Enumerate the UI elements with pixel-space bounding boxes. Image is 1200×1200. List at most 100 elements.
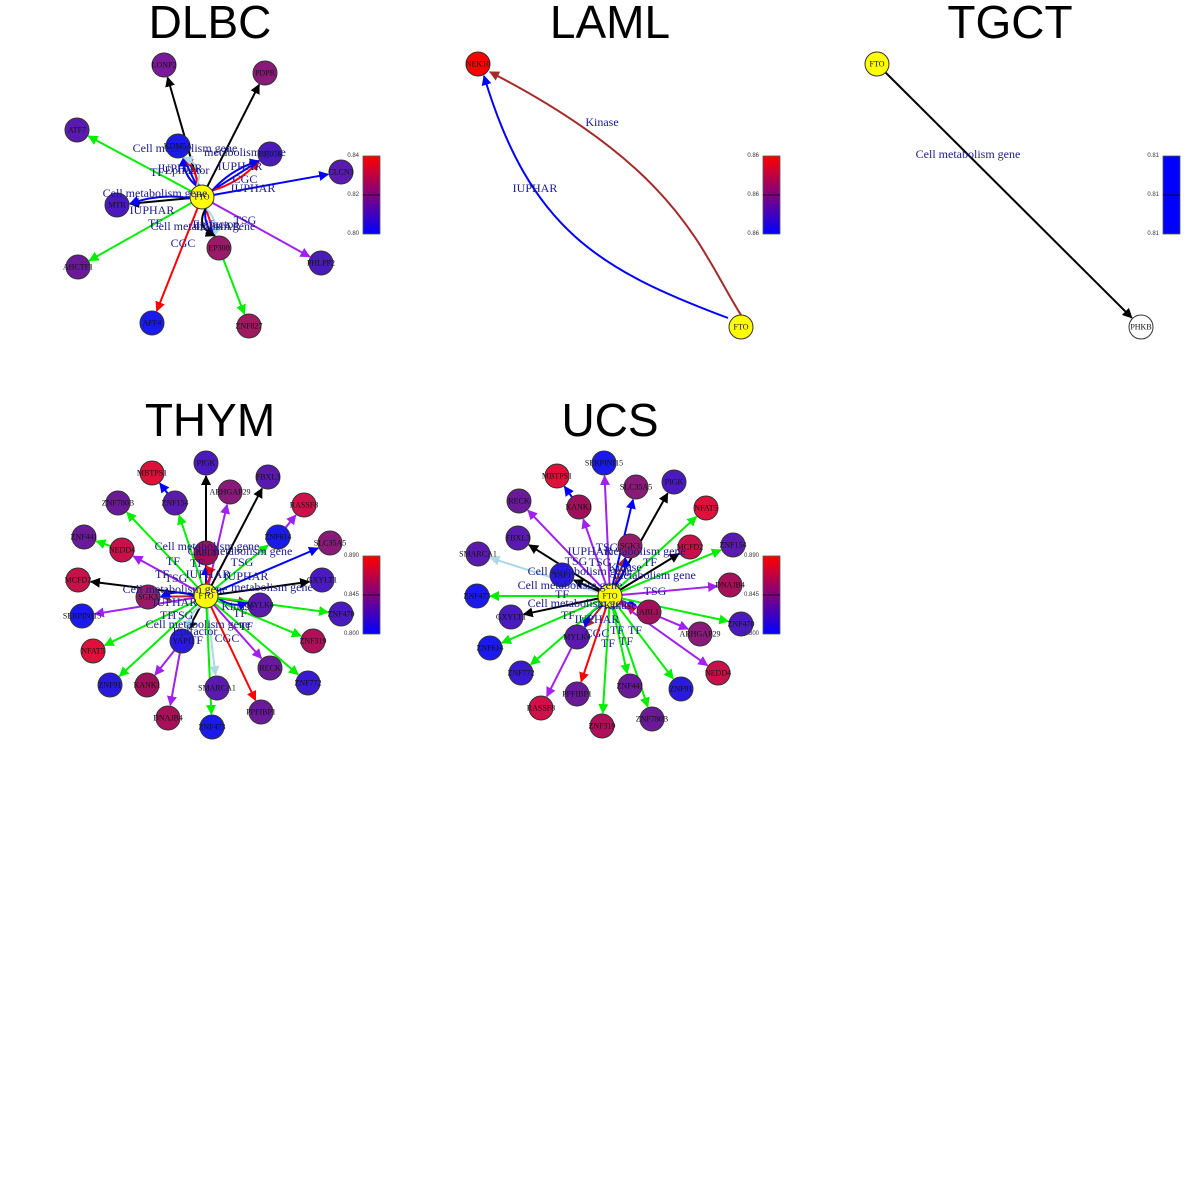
node-label: KDM5A	[164, 142, 193, 151]
edge-fto-znf780b	[612, 607, 650, 708]
node-fto: FTO	[864, 51, 890, 77]
node-label: DNAJB4	[153, 714, 183, 723]
edge-label: Cell metabolism gene	[155, 539, 260, 553]
node-circle	[317, 530, 343, 556]
node-label: ATF7	[68, 126, 86, 135]
node-label: FTO	[870, 60, 885, 69]
edge-fto-reck	[527, 509, 603, 589]
node-label: RECK	[508, 497, 530, 506]
edge-label: Cell metabolism gene	[146, 617, 251, 631]
node-label: MYLK4	[563, 633, 591, 642]
node-label: ZNF772	[507, 669, 534, 678]
edge-znf614-rassf8	[284, 514, 297, 529]
node-label: FBXL3	[506, 534, 530, 543]
node-ppfibp1: PPFIBP1	[246, 699, 276, 725]
node-mcfd2: MCFD2	[65, 567, 91, 593]
edge-fto-nfat5	[618, 516, 698, 589]
colorbar-tick-label: 0.800	[344, 631, 360, 637]
edge-fto-nedd4	[132, 555, 196, 592]
node-circle	[549, 562, 575, 588]
edge-ep300-znf827	[222, 258, 246, 315]
node-label: FBXL3	[256, 473, 280, 482]
node-phlpp2: PHLPP2	[307, 250, 335, 276]
node-mbtps1: MBTPS1	[542, 463, 572, 489]
node-dnajb4: DNAJB4	[715, 572, 745, 598]
colorbar-tick-label: 0.84	[347, 153, 359, 159]
node-fto: FTO	[189, 184, 215, 210]
node-label: SLC35A5	[314, 539, 346, 548]
edge-label: metabolism gene	[604, 544, 686, 558]
node-circle	[668, 676, 694, 702]
node-ahctf1: AHCTF1	[63, 254, 93, 280]
colorbar-tick-label: 0.845	[344, 592, 360, 598]
node-circle	[864, 51, 890, 77]
edge-label: Cell metabolism gene	[518, 578, 623, 592]
panel-title: LAML	[550, 0, 670, 48]
edge-label: TSG	[644, 584, 667, 598]
node-label: ZNF91	[669, 685, 692, 694]
node-label: NEDD4	[109, 546, 135, 555]
edge-fto-mylk4	[217, 597, 249, 611]
node-fto: FTO	[597, 583, 623, 609]
edge-labels: Cell metabolism gene	[916, 147, 1021, 161]
colorbar-tick-label: 0.80	[347, 231, 359, 237]
edge-fto-sgk3	[613, 557, 632, 586]
edge-label: Cell metabolism gene	[528, 596, 633, 610]
node-znf780b: ZNF780B	[636, 706, 668, 732]
node-circle	[193, 540, 219, 566]
node-label: FTO	[195, 193, 210, 202]
node-label: YAP1	[552, 571, 571, 580]
nodes: FTOLONP2PDPRATF7KDM5ABIRC6CLCN3MTRAHCTF1…	[63, 52, 354, 339]
node-znf91: ZNF91	[668, 676, 694, 702]
edge-label: TF	[160, 608, 174, 622]
edge-fto-aff4	[155, 207, 199, 312]
edge-fto-mcfd2	[619, 552, 680, 591]
edge-fto-znf614	[501, 599, 600, 644]
node-circle	[165, 133, 191, 159]
node-circle	[508, 660, 534, 686]
node-circle	[498, 604, 524, 630]
node-znf473: ZNF473	[198, 714, 226, 740]
node-znf470: ZNF470	[327, 601, 355, 627]
edge-fto-znf319	[216, 599, 302, 638]
node-mylk4: MYLK4	[563, 624, 591, 650]
node-circle	[728, 611, 754, 637]
edge-label: metabolism gene	[614, 568, 696, 582]
node-circle	[193, 450, 219, 476]
edge-fto-znf319	[598, 607, 611, 715]
edge-nedd4-znf441	[95, 539, 111, 549]
edge-fto-slc35a5	[216, 547, 319, 593]
edge-label: Kinase	[608, 560, 641, 574]
edge-fto-phkb	[884, 71, 1133, 319]
edge-kank1-mbtps1	[563, 485, 574, 498]
node-circle	[465, 51, 491, 77]
node-label: MTR	[108, 201, 126, 210]
node-label: ZNF780B	[636, 715, 668, 724]
node-circle	[717, 572, 743, 598]
node-label: RECK	[259, 664, 281, 673]
node-znf473: ZNF473	[463, 583, 491, 609]
node-phkb: PHKB	[1128, 314, 1154, 340]
node-label: GXYLT1	[307, 576, 337, 585]
edge-label: TF	[150, 165, 164, 179]
node-znf441: ZNF441	[616, 673, 644, 699]
node-circle	[139, 310, 165, 336]
node-label: ZNF473	[463, 592, 490, 601]
node-label: NFAT5	[694, 504, 717, 513]
node-ep300: EP300	[206, 235, 232, 261]
node-circle	[162, 490, 188, 516]
edge-fto-znf780b	[126, 511, 199, 588]
edge-yap1-dnajb4	[167, 652, 181, 707]
edge-fto-znf470	[621, 597, 730, 625]
node-circle	[623, 474, 649, 500]
edge-label: Kinase	[603, 598, 636, 612]
node-circle	[109, 537, 135, 563]
edge-label: IUPHAR	[153, 595, 198, 609]
node-circle	[236, 313, 262, 339]
panel-title: THYM	[145, 394, 275, 446]
node-kank1: KANK1	[565, 494, 593, 520]
